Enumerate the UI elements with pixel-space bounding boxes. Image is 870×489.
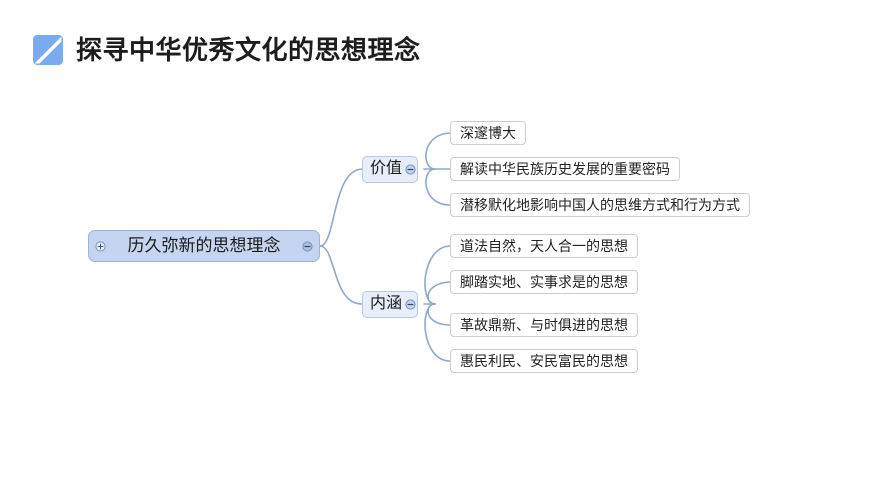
mindmap-branch-node-value[interactable]: 价值 (362, 156, 418, 183)
mindmap-leaf-node[interactable]: 道法自然，天人合一的思想 (450, 234, 638, 258)
mindmap-leaf-node[interactable]: 惠民利民、安民富民的思想 (450, 349, 638, 373)
mindmap-leaf-node[interactable]: 革故鼎新、与时俱进的思想 (450, 313, 638, 337)
mindmap-leaf-label: 道法自然，天人合一的思想 (460, 237, 628, 254)
mindmap-leaf-label: 潜移默化地影响中国人的思维方式和行为方式 (460, 196, 740, 213)
mindmap-leaf-node[interactable]: 脚踏实地、实事求是的思想 (450, 270, 638, 294)
mindmap-root-label: 历久弥新的思想理念 (127, 235, 281, 255)
mindmap-leaf-label: 解读中华民族历史发展的重要密码 (460, 160, 670, 177)
mindmap-leaf-node[interactable]: 解读中华民族历史发展的重要密码 (450, 157, 680, 181)
mindmap-branch-label: 价值 (370, 159, 403, 177)
collapse-minus-icon[interactable] (405, 164, 416, 175)
page-title-row: 探寻中华优秀文化的思想理念 (33, 28, 421, 72)
mindmap-leaf-label: 革故鼎新、与时俱进的思想 (460, 316, 628, 333)
mindmap-leaf-label: 脚踏实地、实事求是的思想 (460, 273, 628, 290)
mindmap-leaf-node[interactable]: 潜移默化地影响中国人的思维方式和行为方式 (450, 193, 750, 217)
mindmap-branch-node-connotation[interactable]: 内涵 (362, 291, 418, 318)
page-title: 探寻中华优秀文化的思想理念 (76, 35, 421, 65)
expand-plus-icon[interactable] (95, 240, 106, 252)
blue-square-diagonal-icon (33, 35, 63, 65)
collapse-minus-icon[interactable] (302, 240, 313, 252)
mindmap-leaf-node[interactable]: 深邃博大 (450, 121, 526, 145)
mindmap-branch-label: 内涵 (370, 294, 403, 312)
mindmap-leaf-label: 深邃博大 (460, 124, 516, 141)
mindmap-leaf-label: 惠民利民、安民富民的思想 (460, 352, 628, 369)
collapse-minus-icon[interactable] (405, 299, 416, 310)
mindmap-root-node[interactable]: 历久弥新的思想理念 (88, 230, 320, 262)
